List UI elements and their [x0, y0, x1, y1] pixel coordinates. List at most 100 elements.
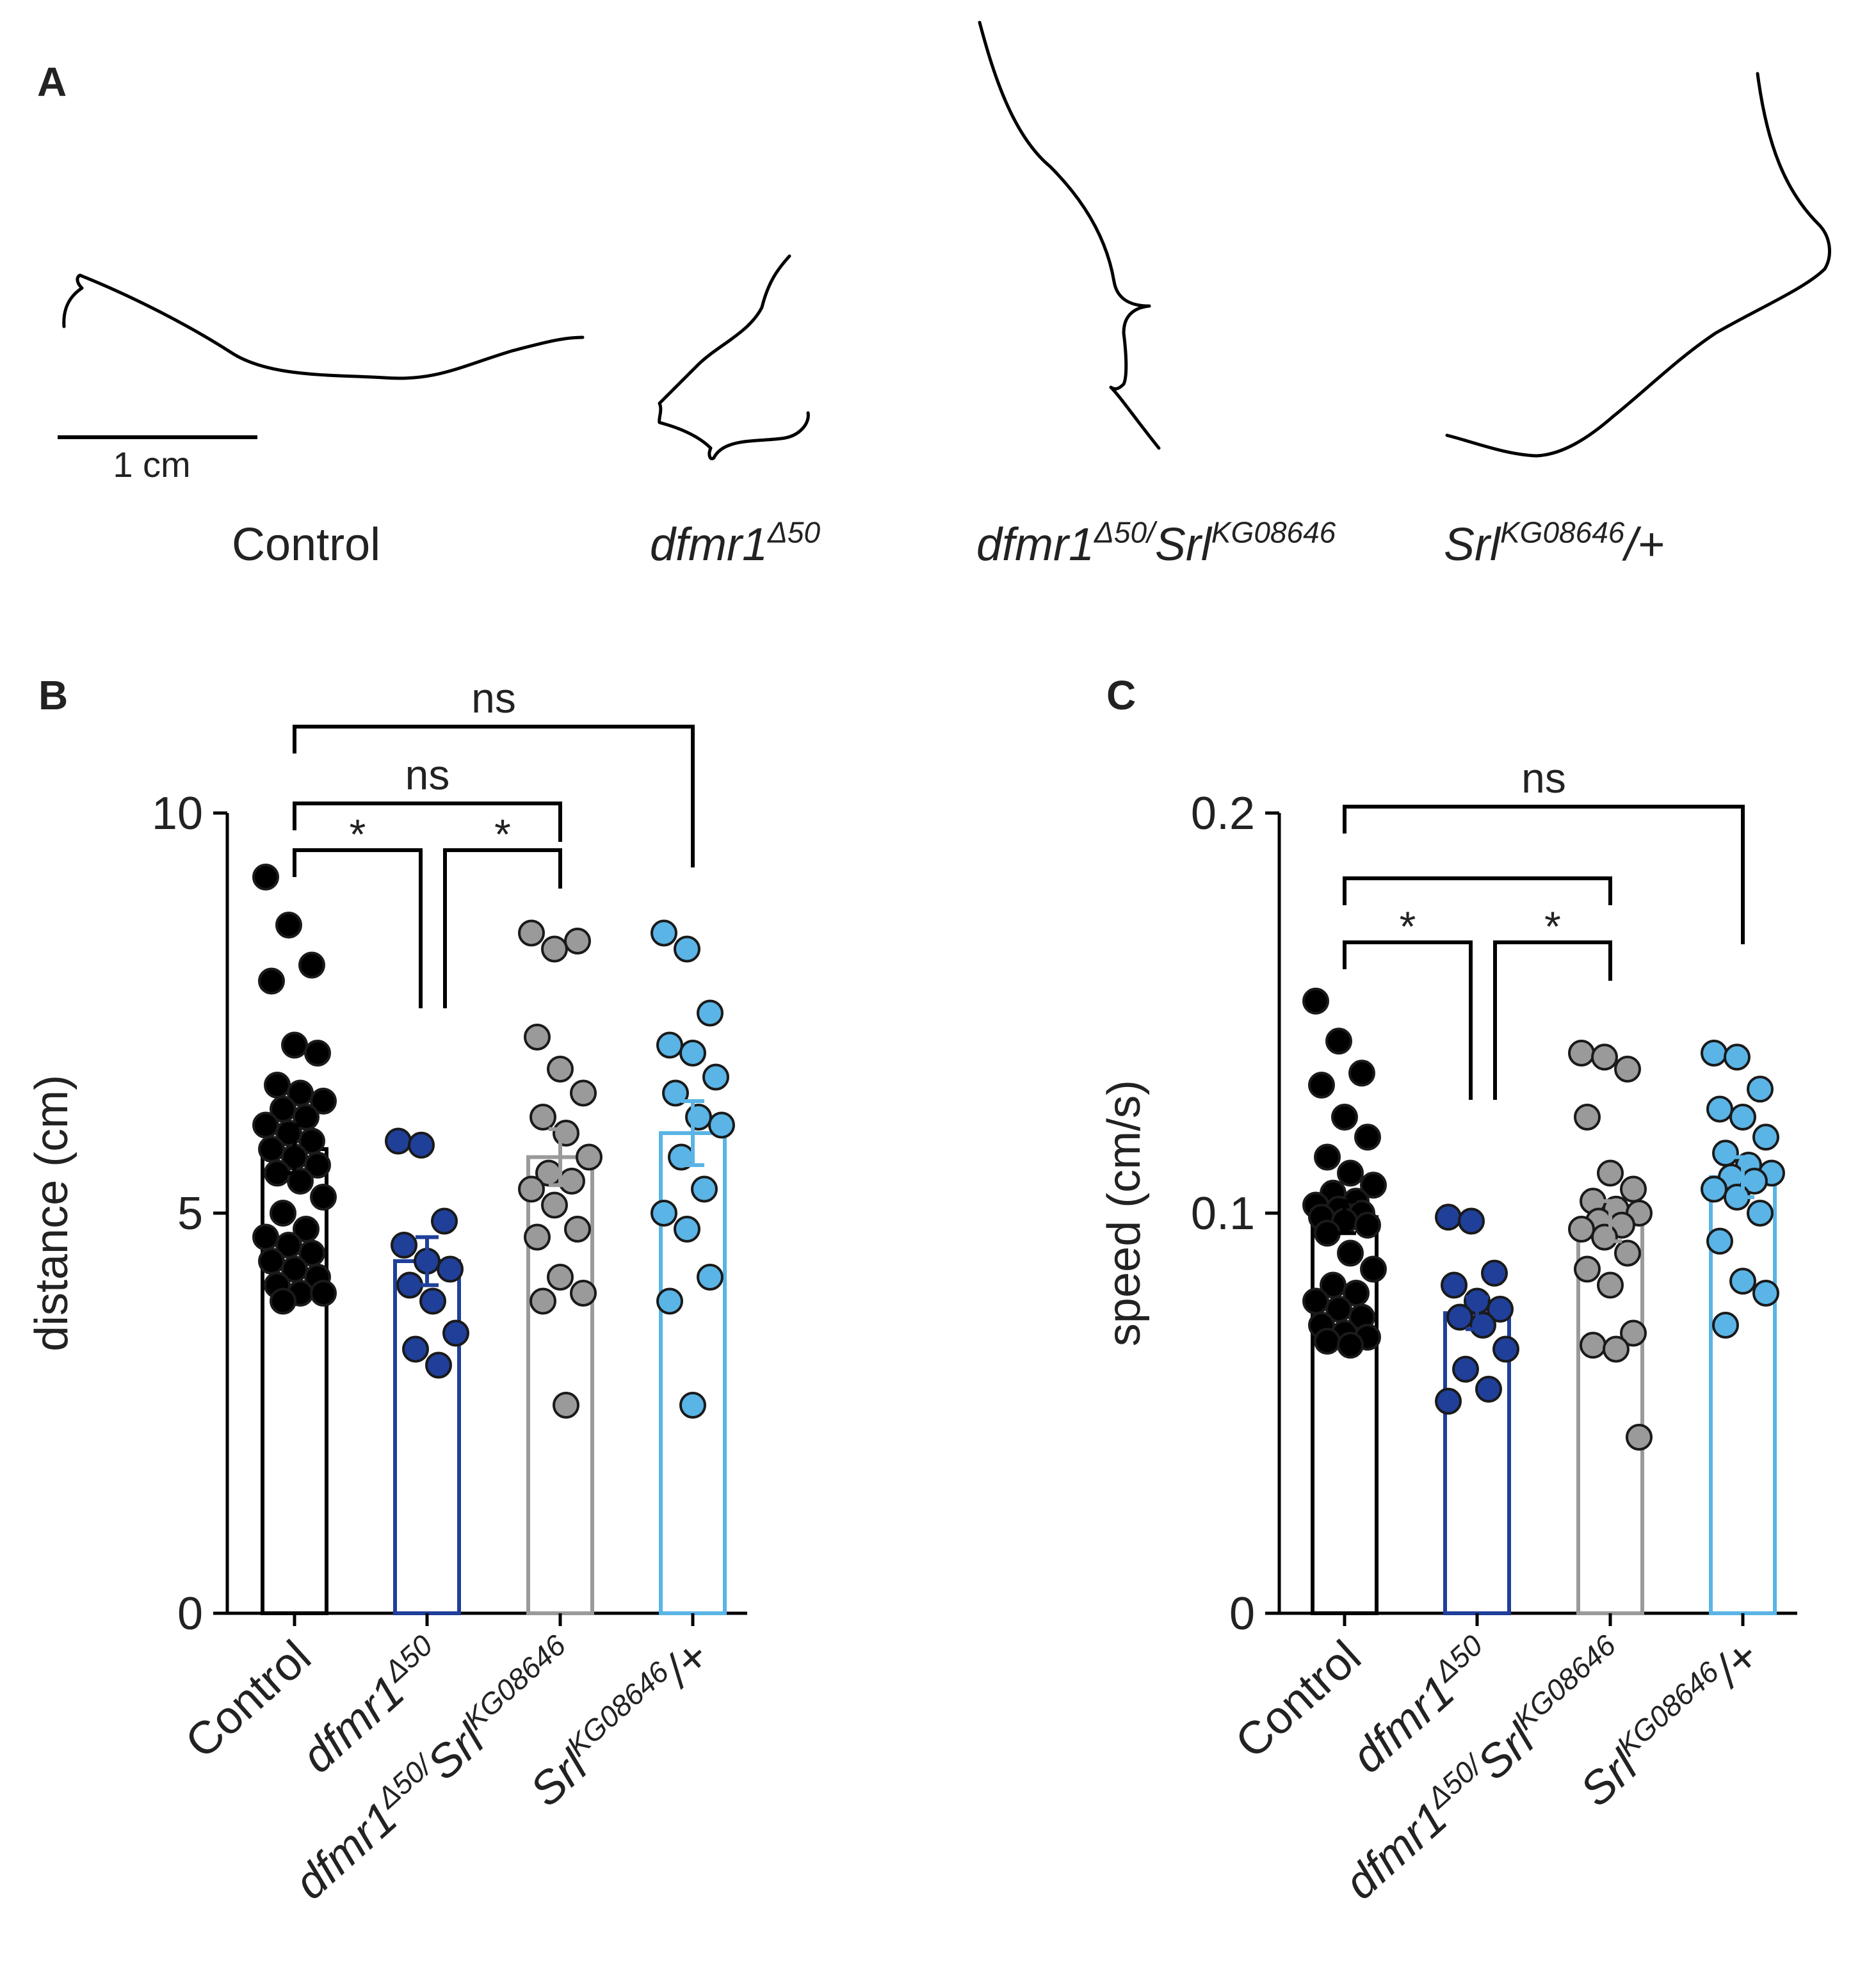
data-point [252, 1111, 279, 1139]
data-point [1747, 1076, 1774, 1103]
scale-bar-label: 1 cm [113, 444, 190, 485]
data-point [1435, 1387, 1462, 1415]
data-point [310, 1184, 337, 1211]
data-point [1752, 1280, 1779, 1307]
data-point [697, 999, 724, 1027]
data-point [1729, 1104, 1756, 1131]
data-point [258, 1248, 285, 1275]
data-point [442, 1319, 469, 1347]
data-point [1724, 1043, 1751, 1071]
scale-bar: 1 cm [58, 435, 257, 485]
data-point [1331, 1104, 1358, 1131]
data-point [679, 1040, 706, 1067]
data-point [1603, 1335, 1629, 1363]
significance-label: * [1544, 903, 1561, 950]
data-point [674, 1216, 700, 1243]
data-point [1337, 1159, 1364, 1187]
significance-bracket [1493, 940, 1612, 1100]
label-part: KG08646 [1211, 516, 1336, 549]
y-axis-title: speed (cm/s) [1099, 1080, 1150, 1346]
data-point [1481, 1259, 1508, 1287]
data-point [1597, 1159, 1624, 1187]
y-axis-title: distance (cm) [26, 1075, 77, 1351]
y-tick-label: 0.2 [1191, 788, 1255, 839]
y-tick-label: 0 [1229, 1588, 1255, 1640]
data-point [697, 1264, 724, 1291]
data-point [553, 1392, 579, 1419]
data-point [252, 864, 279, 890]
data-point [691, 1175, 718, 1203]
significance-bracket [293, 848, 423, 1008]
data-point [1597, 1271, 1624, 1299]
data-point [679, 1392, 706, 1419]
data-point [1620, 1319, 1647, 1347]
data-point [1620, 1175, 1647, 1203]
data-point [1354, 1124, 1381, 1151]
data-point [518, 919, 545, 947]
data-point [524, 1223, 551, 1251]
data-point [685, 1104, 712, 1131]
data-point [1626, 1424, 1653, 1451]
data-point [1302, 987, 1329, 1015]
data-point [310, 1088, 337, 1115]
data-point [270, 1287, 296, 1315]
data-point [1302, 1287, 1329, 1315]
data-point [1469, 1312, 1496, 1339]
significance-label: * [494, 810, 511, 858]
data-point [385, 1127, 412, 1155]
data-point [1441, 1271, 1468, 1299]
label-part: Srl [1444, 519, 1501, 570]
panel-a-letter: A [37, 59, 67, 105]
significance-label: ns [471, 674, 516, 721]
label-part: /+ [1621, 519, 1664, 570]
label-part: Srl [1155, 519, 1213, 570]
data-point [708, 1111, 735, 1139]
data-point [304, 1152, 331, 1179]
significance-label: * [350, 810, 366, 858]
data-point [1574, 1255, 1601, 1283]
label-part: KG08646 [560, 1655, 675, 1763]
trajectory-srl [1445, 72, 1831, 458]
y-tick-label: 10 [152, 788, 203, 839]
data-point [1568, 1040, 1595, 1067]
data-point [1712, 1140, 1739, 1167]
data-point [1701, 1040, 1727, 1067]
data-point [1325, 1027, 1352, 1055]
data-point [391, 1232, 417, 1259]
data-point [564, 928, 591, 955]
data-point [1487, 1296, 1514, 1323]
data-point [564, 1216, 591, 1243]
data-point [1591, 1223, 1618, 1251]
significance-bracket [293, 802, 562, 842]
data-point [570, 1280, 597, 1307]
data-point [258, 1136, 285, 1163]
panel-b-letter: B [38, 672, 68, 718]
significance-bracket [293, 725, 695, 867]
significance-bracket [443, 848, 562, 1008]
data-point [1568, 1216, 1595, 1243]
data-point [1747, 1200, 1774, 1227]
data-point [1314, 1328, 1341, 1355]
data-point [1614, 1056, 1641, 1083]
data-point [281, 1031, 308, 1059]
data-point [547, 1056, 574, 1083]
label-part: KG08646 [1507, 1628, 1622, 1736]
data-point [252, 1223, 279, 1251]
data-point [702, 1063, 729, 1091]
y-tick-label: 0.1 [1191, 1188, 1255, 1239]
label-part: KG08646 [1610, 1655, 1726, 1763]
data-point [1591, 1043, 1618, 1071]
data-point [1435, 1204, 1462, 1231]
data-point [402, 1335, 429, 1363]
data-point [1492, 1335, 1519, 1363]
data-point [541, 1191, 568, 1219]
label-part: KG08646 [1500, 516, 1625, 549]
genotype-label-3: SrlKG08646/+ [1444, 516, 1664, 570]
data-point [674, 935, 700, 963]
y-tick-label: 0 [177, 1588, 203, 1640]
label-part: Δ50/ [1094, 516, 1158, 549]
y-tick-label: 5 [177, 1188, 203, 1239]
